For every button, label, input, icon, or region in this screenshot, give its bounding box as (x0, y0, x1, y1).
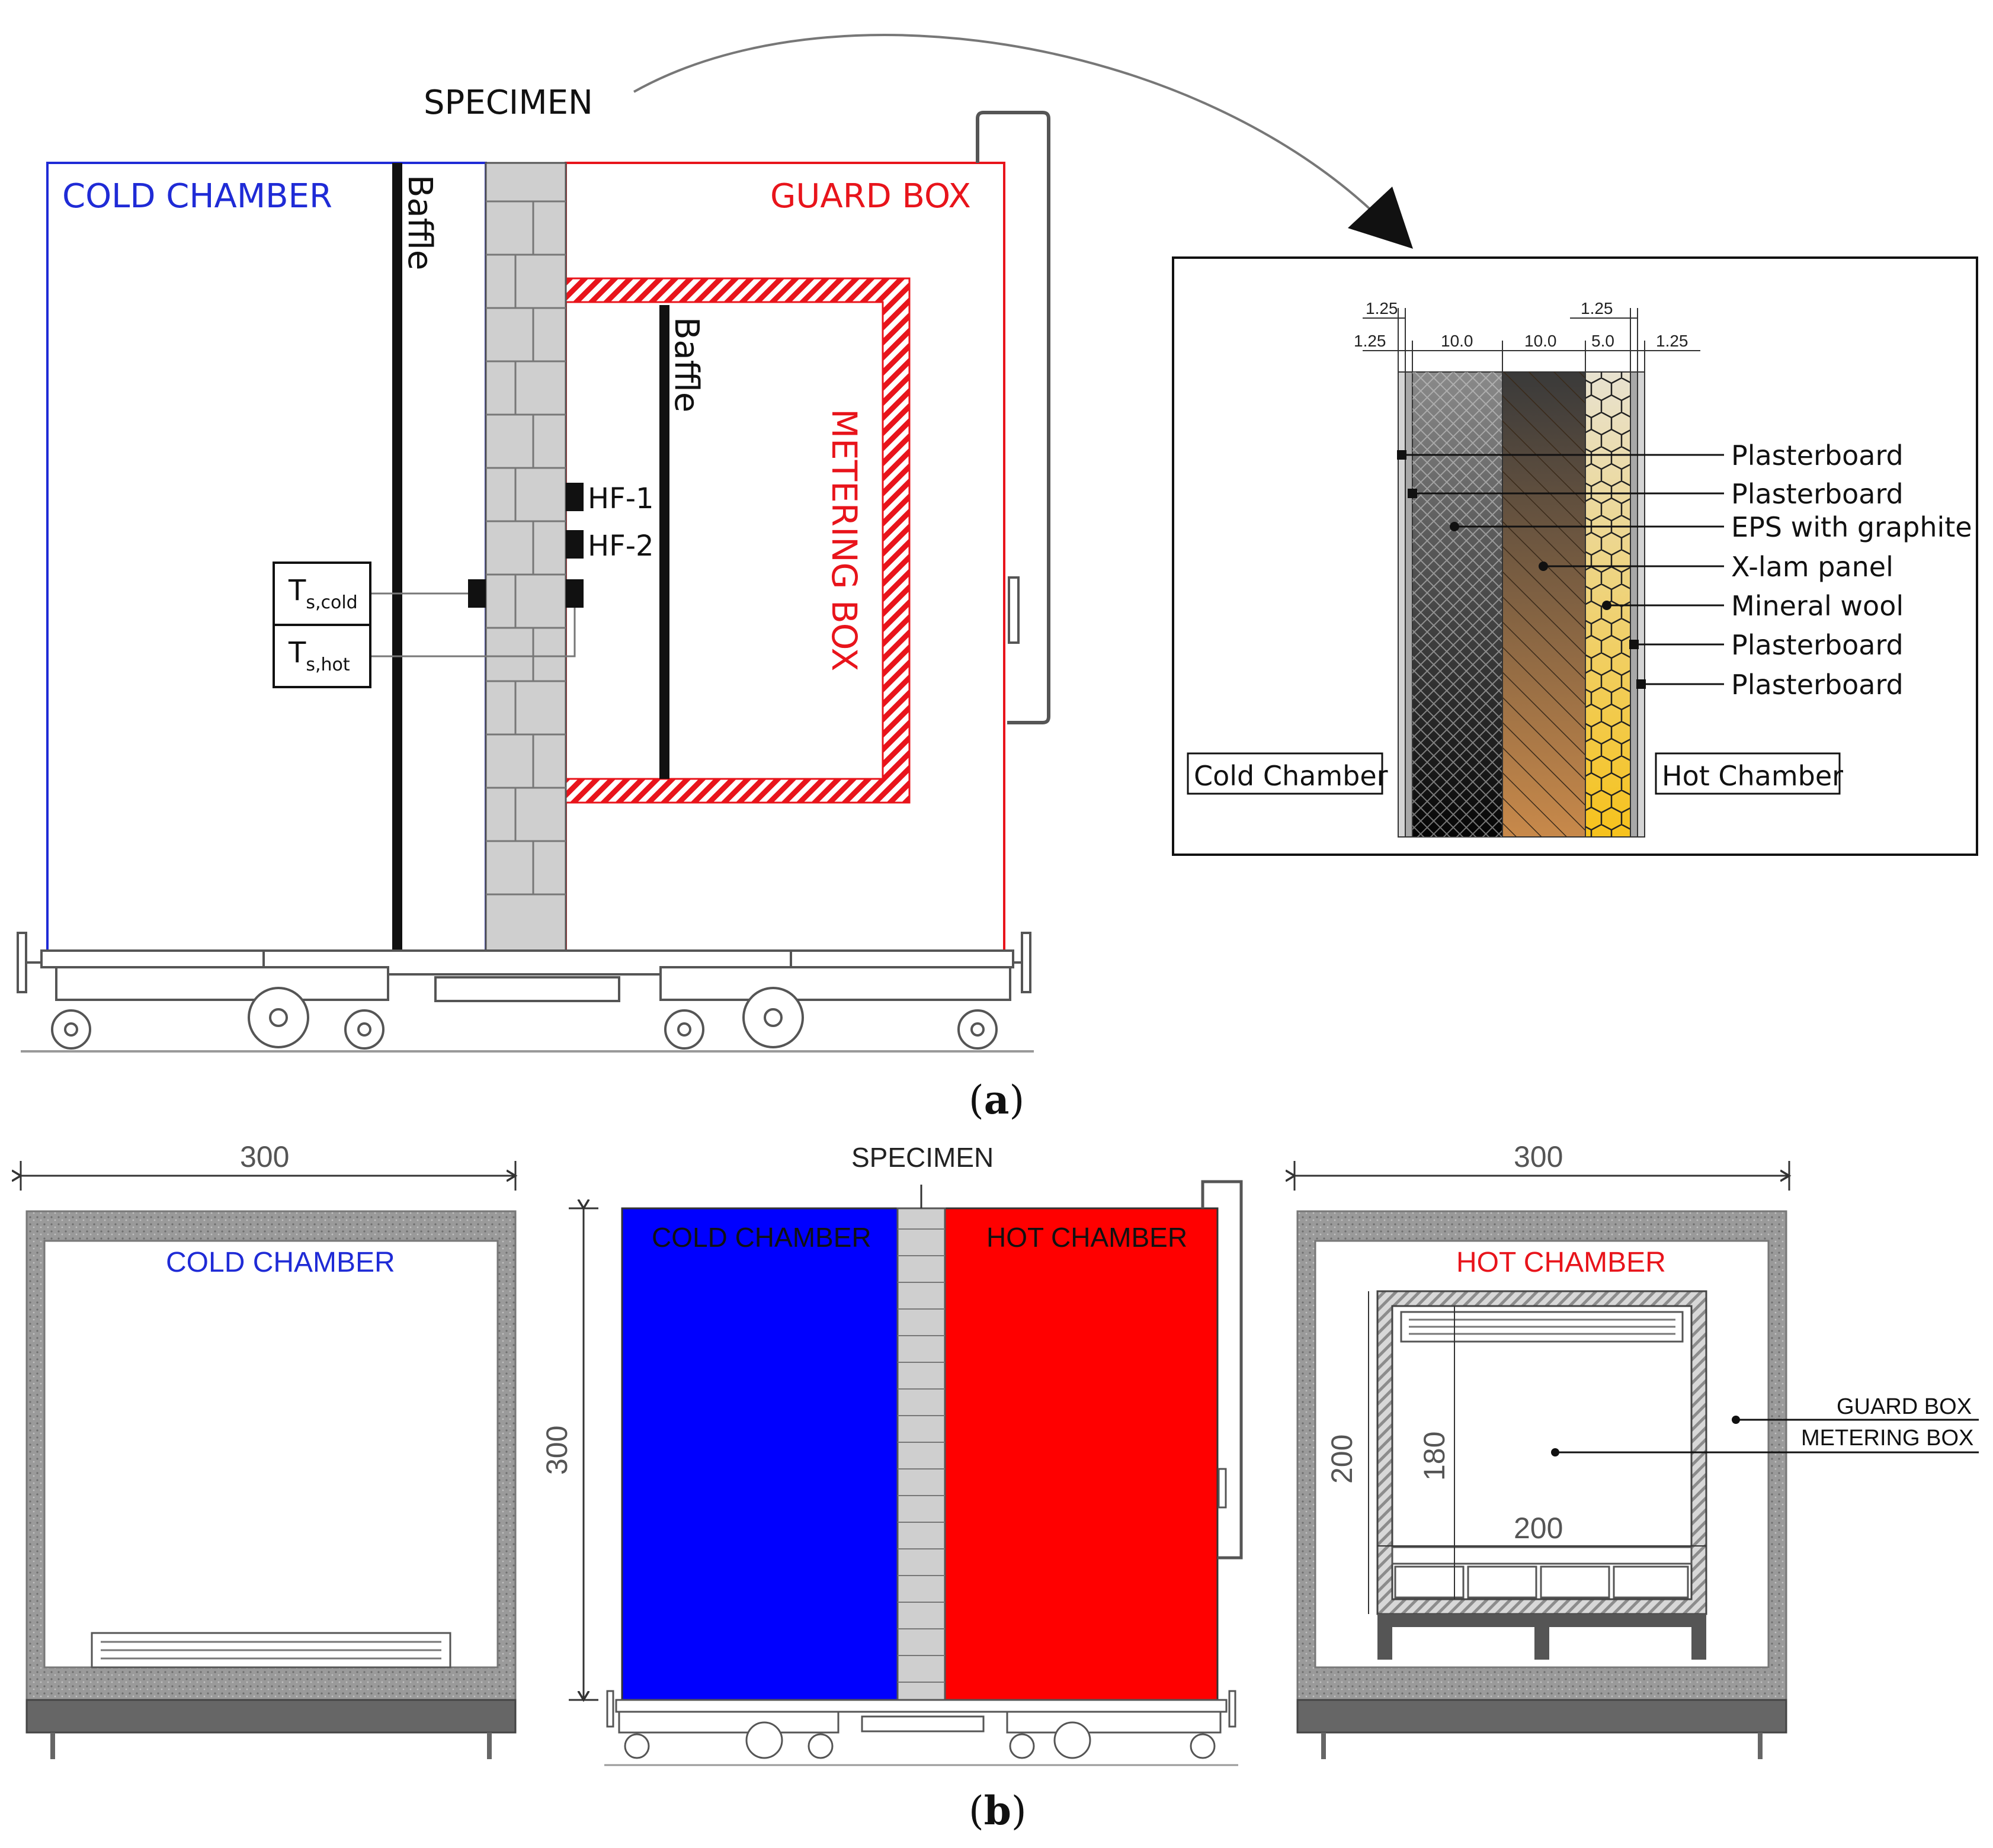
wheels (51, 966, 1011, 1050)
elevation-hot-label: HOT CHAMBER (986, 1222, 1187, 1253)
dim-4: 5.0 (1591, 332, 1614, 350)
detail-cold-chamber-label: Cold Chamber (1194, 760, 1388, 792)
metering-box-label: METERING BOX (824, 409, 864, 671)
hf2-sensor (566, 530, 584, 559)
guard-box-leader-label: GUARD BOX (1837, 1394, 1972, 1419)
layer-label-6: Plasterboard (1731, 629, 1904, 661)
base-frame (17, 932, 1034, 1053)
dim-top-left: 1.25 (1366, 299, 1398, 317)
dim-2: 10.0 (1441, 332, 1473, 350)
elevation-base (604, 1690, 1238, 1766)
specimen-label: SPECIMEN (424, 84, 593, 122)
door-frame (976, 111, 1050, 724)
ts-cold-label: Ts,cold (288, 574, 358, 613)
panel-b: 300 COLD CHAMBER 300 (21, 1140, 1979, 1834)
hot-chamber-section: 300 HOT CHAMBER (1295, 1140, 1979, 1759)
hf2-label: HF-2 (588, 530, 654, 563)
layer-label-1: Plasterboard (1731, 439, 1904, 471)
elevation-cold-label: COLD CHAMBER (652, 1222, 871, 1253)
detail-dimensions (1363, 308, 1700, 372)
layer-label-7: Plasterboard (1731, 669, 1904, 701)
baffle-right-label: Baffle (667, 317, 706, 412)
hot-width-dim: 300 (1514, 1140, 1563, 1173)
elevation-door-frame (1201, 1180, 1243, 1560)
hot-width-200: 200 (1514, 1512, 1563, 1545)
dim-5: 1.25 (1656, 332, 1688, 350)
caption-b: (b) (969, 1788, 1027, 1834)
hf1-label: HF-1 (588, 482, 654, 515)
detail-hot-chamber-box (1655, 752, 1841, 795)
baffle-left (392, 163, 402, 951)
ts-cold-box (273, 562, 371, 626)
baffle-right (659, 305, 669, 779)
cold-width-dim: 300 (240, 1140, 289, 1173)
caption-a: (a) (969, 1077, 1024, 1123)
elevation-height-dim: 300 (540, 1426, 573, 1475)
layer-label-5: Mineral wool (1731, 590, 1904, 622)
cold-chamber-label: COLD CHAMBER (62, 177, 332, 216)
panel-a: COLD CHAMBER Baffle GUARD BOX METERING B… (17, 34, 1978, 1123)
detail-arrowhead-icon (1348, 187, 1413, 249)
layer-label-4: X-lam panel (1731, 551, 1893, 583)
baffle-left-label: Baffle (400, 175, 439, 270)
metering-box-leader-label: METERING BOX (1801, 1426, 1973, 1451)
ts-hot-label: Ts,hot (288, 636, 350, 675)
elevation-cold-chamber (621, 1207, 899, 1701)
dim-1: 1.25 (1354, 332, 1386, 350)
hot-height-200: 200 (1325, 1435, 1358, 1484)
dim-top-right: 1.25 (1581, 299, 1613, 317)
detail-arrow-curve (633, 34, 1376, 214)
ts-hot-wire (370, 608, 576, 657)
hot-chamber-section-label: HOT CHAMBER (1456, 1247, 1666, 1278)
cold-chamber-outline (46, 162, 487, 952)
cold-chamber-section-label: COLD CHAMBER (166, 1247, 395, 1278)
cold-chamber-section: 300 COLD CHAMBER (21, 1140, 515, 1759)
elevation-door-handle-icon (1217, 1468, 1227, 1509)
layer-label-2: Plasterboard (1731, 478, 1904, 510)
elevation-specimen-label: SPECIMEN (851, 1142, 994, 1173)
ts-cold-sensor (468, 579, 486, 608)
elevation-view: 300 SPECIMEN COLD CHAMBER (540, 1142, 1243, 1766)
dim-3: 10.0 (1524, 332, 1557, 350)
elevation-hot-chamber (944, 1207, 1219, 1701)
wall-cross-section (1398, 371, 1645, 838)
ts-hot-box (273, 624, 371, 688)
elevation-specimen (896, 1207, 946, 1701)
specimen-wall (485, 162, 567, 952)
detail-cold-chamber-box (1187, 752, 1383, 795)
guard-box-label: GUARD BOX (770, 177, 971, 216)
ts-hot-sensor (566, 579, 584, 608)
door-handle-icon (1008, 576, 1020, 644)
hot-height-180: 180 (1418, 1432, 1451, 1481)
layer-leaders (1402, 454, 1724, 685)
layer-label-3: EPS with graphite (1731, 511, 1972, 543)
layer-leader-dots (1397, 450, 1646, 689)
hf1-sensor (566, 483, 584, 511)
detail-hot-chamber-label: Hot Chamber (1662, 760, 1843, 792)
